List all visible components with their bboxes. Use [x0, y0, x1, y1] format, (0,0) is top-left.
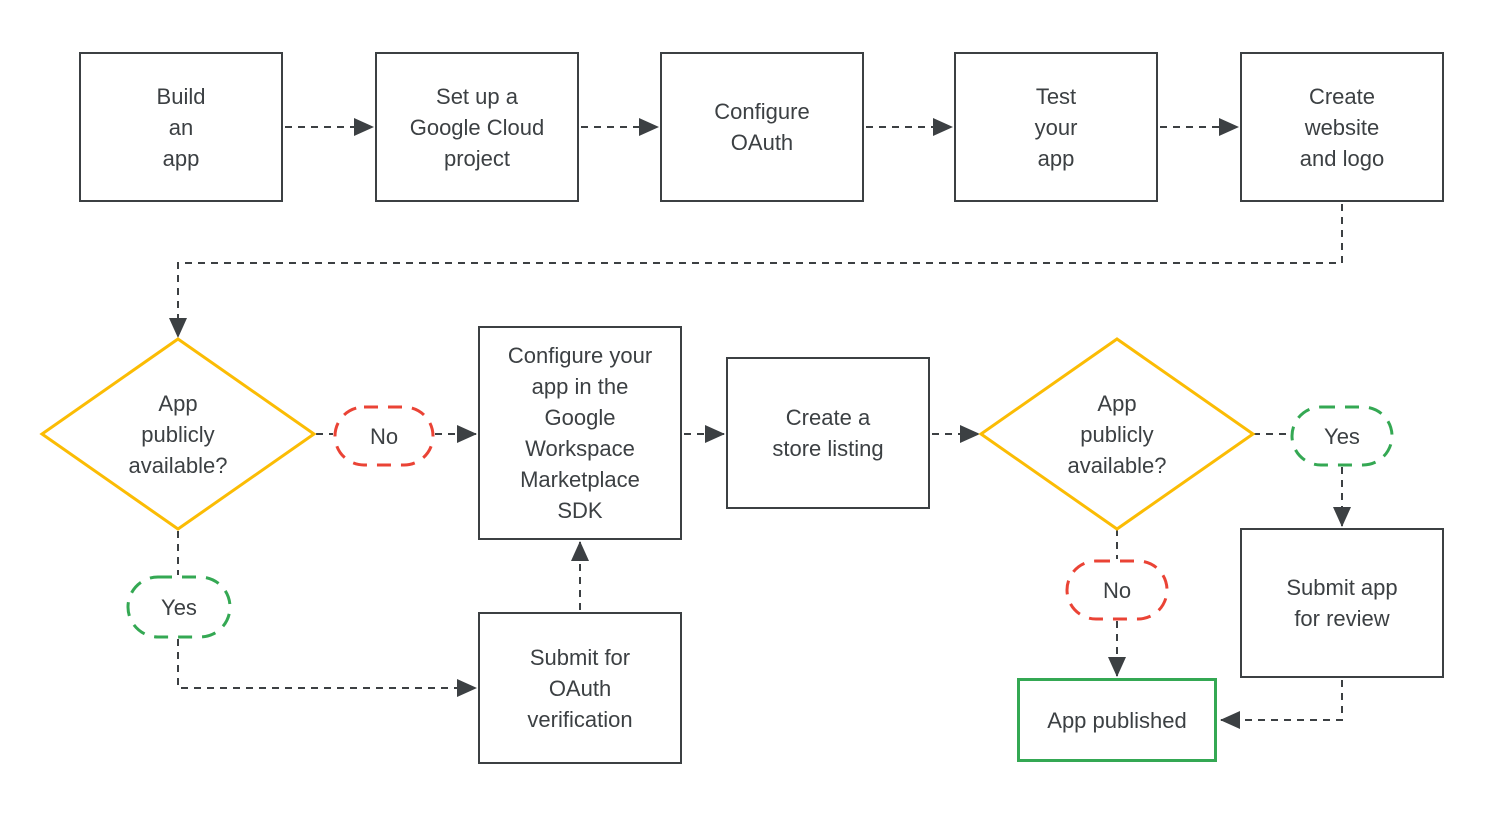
node-app-published-label: App published	[1047, 707, 1187, 733]
node-setup-google-cloud-project-label: Set up a Google Cloud project	[409, 83, 545, 171]
yes-1-label: Yes	[161, 594, 197, 620]
edge-yes1-to-submit-oauth	[177, 639, 477, 697]
decision-1-label: App publicly available?	[128, 390, 228, 478]
yes-2-label: Yes	[1324, 423, 1360, 449]
node-create-website-and-logo: Create website and logo	[1240, 52, 1444, 202]
node-submit-app-for-review-label: Submit app for review	[1286, 575, 1398, 631]
node-build-app-label: Build an app	[156, 83, 206, 171]
node-configure-marketplace-sdk: Configure your app in the Google Workspa…	[478, 326, 682, 540]
no-1-label: No	[369, 423, 399, 449]
node-test-your-app: Test your app	[954, 52, 1158, 202]
edge-website-to-decision1	[169, 204, 1343, 338]
node-build-app: Build an app	[79, 52, 283, 202]
node-configure-oauth-label: Configure OAuth	[714, 99, 810, 155]
node-submit-oauth-verification-label: Submit for OAuth verification	[527, 644, 633, 732]
yes-1-oval	[126, 575, 232, 639]
node-create-website-and-logo-label: Create website and logo	[1299, 83, 1385, 171]
node-create-store-listing: Create a store listing	[726, 357, 930, 509]
node-submit-oauth-verification: Submit for OAuth verification	[478, 612, 682, 764]
no-2-oval	[1065, 559, 1169, 621]
node-configure-oauth: Configure OAuth	[660, 52, 864, 202]
no-1-oval	[333, 405, 435, 467]
node-app-published: App published	[1017, 678, 1217, 762]
node-submit-app-for-review: Submit app for review	[1240, 528, 1444, 678]
node-create-store-listing-label: Create a store listing	[772, 405, 884, 461]
node-test-your-app-label: Test your app	[1034, 83, 1078, 171]
no-2-label: No	[1102, 577, 1132, 603]
node-setup-google-cloud-project: Set up a Google Cloud project	[375, 52, 579, 202]
decision-2-diamond	[978, 337, 1256, 531]
decision-2-label: App publicly available?	[1067, 390, 1167, 478]
decision-1-diamond	[39, 337, 317, 531]
edge-review-to-published	[1220, 680, 1343, 729]
node-configure-marketplace-sdk-label: Configure your app in the Google Workspa…	[507, 343, 653, 523]
yes-2-oval	[1290, 405, 1394, 467]
